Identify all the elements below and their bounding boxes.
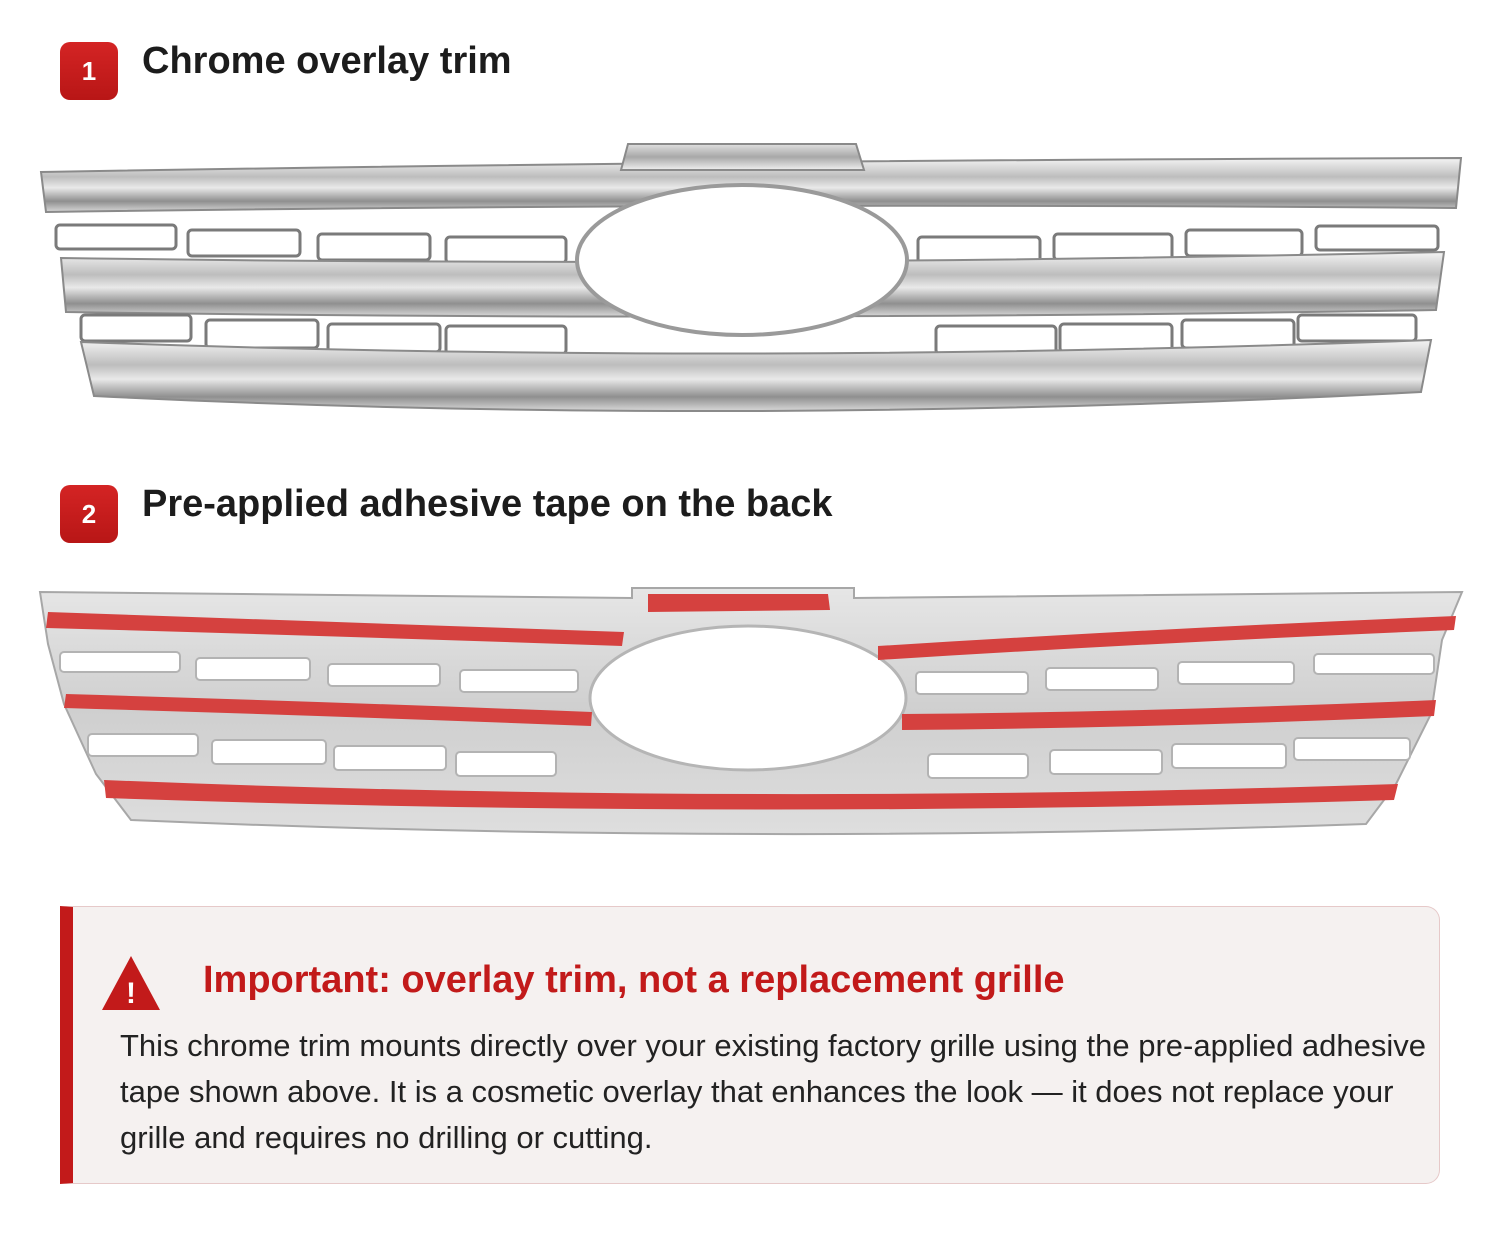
svg-text:!: ! bbox=[126, 977, 136, 1010]
important-notice: ! Important: overlay trim, not a replace… bbox=[60, 906, 1440, 1184]
notice-body: This chrome trim mounts directly over yo… bbox=[120, 1028, 1427, 1155]
notice-title: Important: overlay trim, not a replaceme… bbox=[203, 959, 1065, 1001]
step-1-title: Chrome overlay trim bbox=[142, 40, 512, 82]
step-2-badge: 2 bbox=[60, 485, 118, 543]
step-1-badge: 1 bbox=[60, 42, 118, 100]
chrome-grille-image bbox=[39, 143, 1463, 413]
grille-back-image bbox=[38, 587, 1464, 836]
step-2-title: Pre-applied adhesive tape on the back bbox=[142, 483, 833, 525]
warning-triangle-icon: ! bbox=[102, 956, 160, 1010]
